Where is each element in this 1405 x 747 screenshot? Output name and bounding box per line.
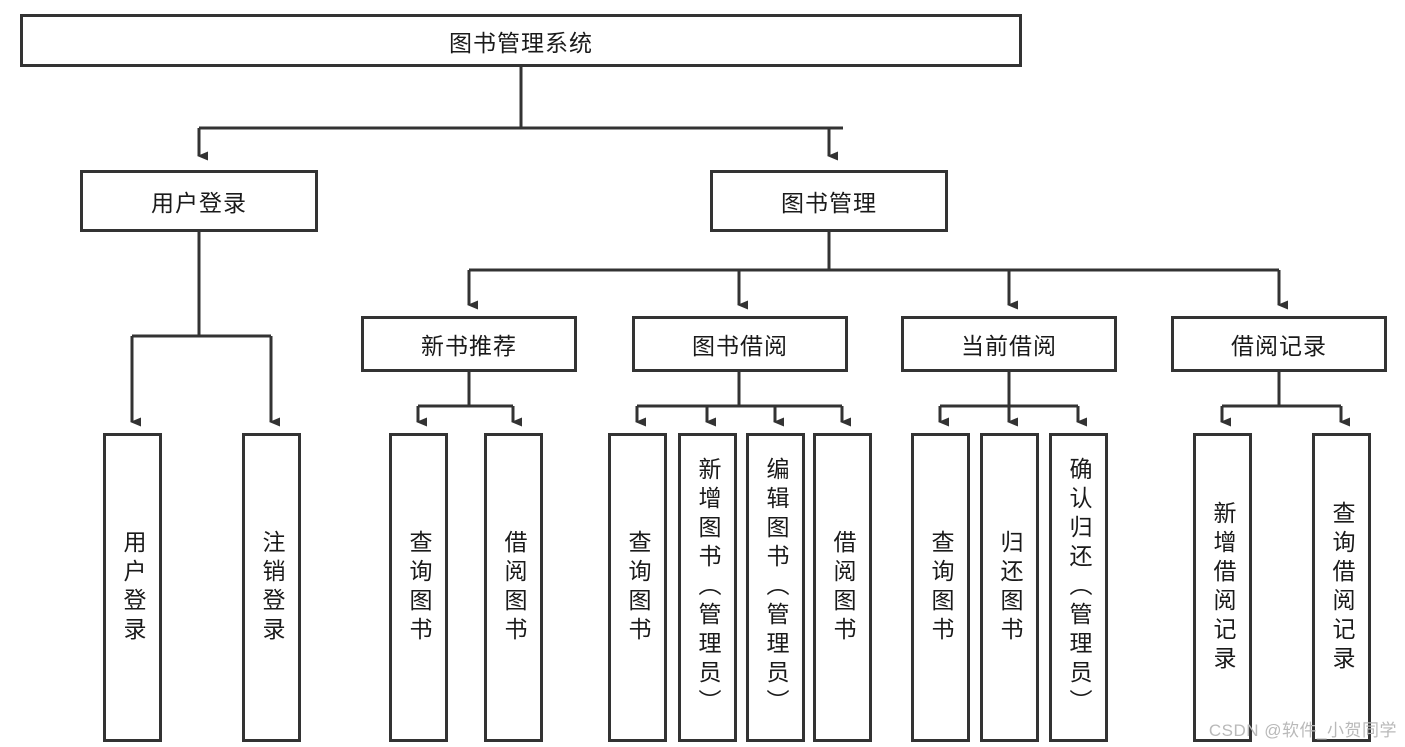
node-book-borrow[interactable]: 图书借阅 bbox=[632, 316, 848, 372]
node-leaf-return-book[interactable]: 归还图书 bbox=[980, 433, 1039, 742]
node-leaf-borrow-book-2-label: 借阅图书 bbox=[830, 529, 856, 646]
node-leaf-borrow-book-1-label: 借阅图书 bbox=[501, 529, 527, 646]
node-leaf-query-book-1-label: 查询图书 bbox=[406, 529, 432, 646]
node-new-book-recommend[interactable]: 新书推荐 bbox=[361, 316, 577, 372]
node-leaf-edit-book[interactable]: 编辑图书（管理员） bbox=[746, 433, 805, 742]
node-leaf-user-logout-label: 注销登录 bbox=[259, 529, 285, 646]
node-leaf-confirm-return[interactable]: 确认归还（管理员） bbox=[1049, 433, 1108, 742]
node-leaf-confirm-return-label: 确认归还（管理员） bbox=[1066, 457, 1092, 718]
node-book-borrow-label: 图书借阅 bbox=[692, 333, 788, 359]
node-leaf-query-record[interactable]: 查询借阅记录 bbox=[1312, 433, 1371, 742]
node-borrow-record[interactable]: 借阅记录 bbox=[1171, 316, 1387, 372]
node-user-login-label: 用户登录 bbox=[151, 190, 247, 216]
node-book-management-label: 图书管理 bbox=[781, 190, 877, 216]
node-leaf-user-logout[interactable]: 注销登录 bbox=[242, 433, 301, 742]
node-leaf-add-record[interactable]: 新增借阅记录 bbox=[1193, 433, 1252, 742]
node-current-borrow[interactable]: 当前借阅 bbox=[901, 316, 1117, 372]
node-user-login[interactable]: 用户登录 bbox=[80, 170, 318, 232]
csdn-watermark: CSDN @软件_小贺同学 bbox=[1208, 721, 1397, 740]
node-leaf-user-login[interactable]: 用户登录 bbox=[103, 433, 162, 742]
node-leaf-query-book-1[interactable]: 查询图书 bbox=[389, 433, 448, 742]
node-new-book-recommend-label: 新书推荐 bbox=[421, 333, 517, 359]
node-leaf-borrow-book-1[interactable]: 借阅图书 bbox=[484, 433, 543, 742]
node-root-label: 图书管理系统 bbox=[449, 29, 593, 56]
node-leaf-user-login-label: 用户登录 bbox=[120, 529, 146, 646]
node-leaf-edit-book-label: 编辑图书（管理员） bbox=[763, 457, 789, 718]
node-leaf-query-book-3-label: 查询图书 bbox=[928, 529, 954, 646]
node-leaf-borrow-book-2[interactable]: 借阅图书 bbox=[813, 433, 872, 742]
node-leaf-query-book-2[interactable]: 查询图书 bbox=[608, 433, 667, 742]
node-leaf-add-record-label: 新增借阅记录 bbox=[1210, 500, 1236, 675]
node-leaf-add-book[interactable]: 新增图书（管理员） bbox=[678, 433, 737, 742]
node-leaf-query-book-2-label: 查询图书 bbox=[625, 529, 651, 646]
node-current-borrow-label: 当前借阅 bbox=[961, 333, 1057, 359]
node-book-management[interactable]: 图书管理 bbox=[710, 170, 948, 232]
node-borrow-record-label: 借阅记录 bbox=[1231, 333, 1327, 359]
node-root[interactable]: 图书管理系统 bbox=[20, 14, 1022, 67]
node-leaf-query-book-3[interactable]: 查询图书 bbox=[911, 433, 970, 742]
node-leaf-add-book-label: 新增图书（管理员） bbox=[695, 457, 721, 718]
node-leaf-return-book-label: 归还图书 bbox=[997, 529, 1023, 646]
node-leaf-query-record-label: 查询借阅记录 bbox=[1329, 500, 1355, 675]
